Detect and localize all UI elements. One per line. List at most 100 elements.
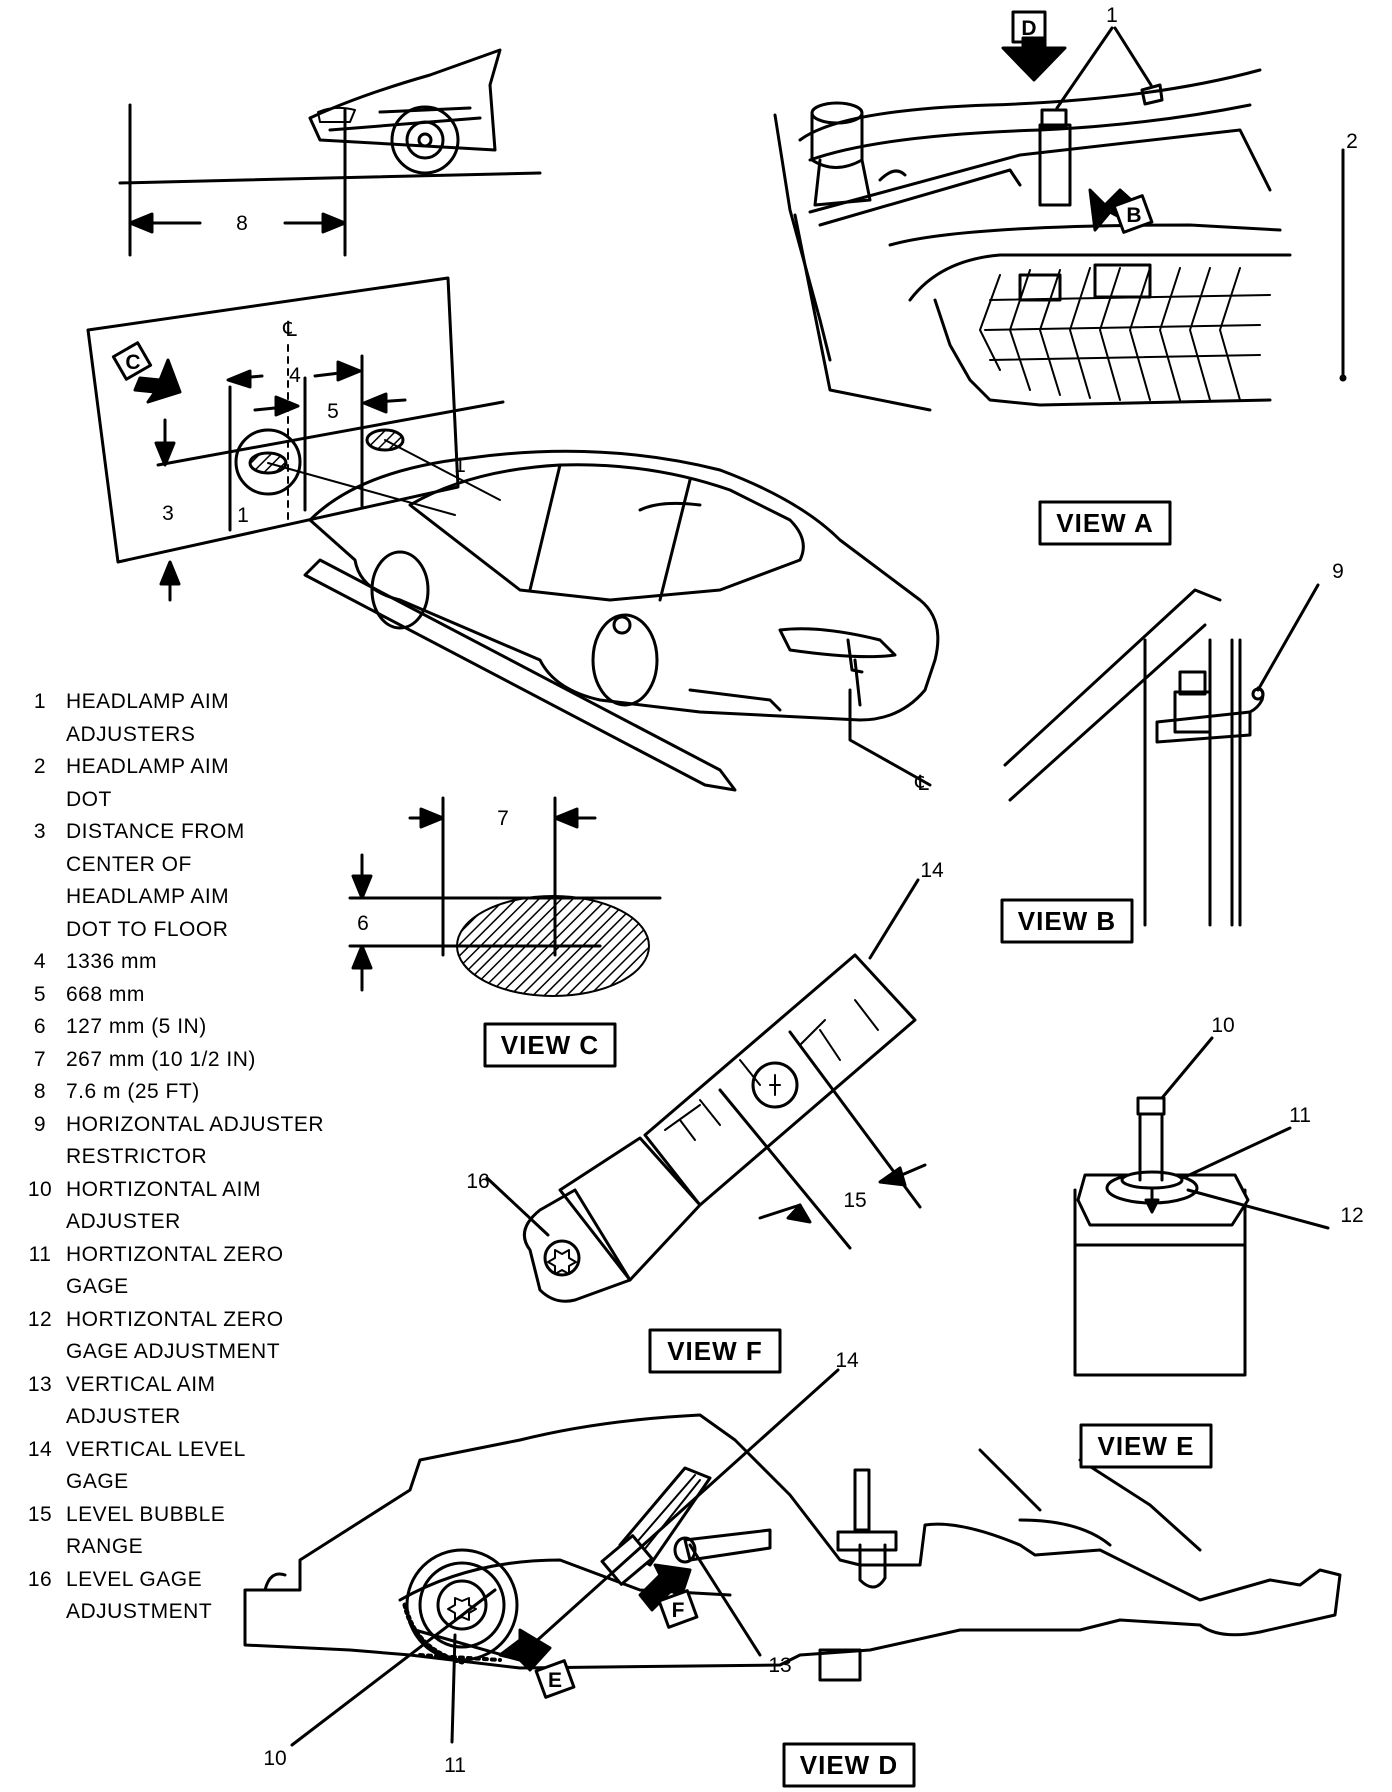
callout-1: 1 (1106, 4, 1118, 27)
legend-number: 5 (33, 982, 47, 1006)
legend-item: 14 VERTICAL LEVEL GAGE (14, 1434, 344, 1499)
arrow-letter-e: E (548, 1669, 562, 1692)
legend-number: 11 (28, 1242, 52, 1266)
callout-12: 12 (1340, 1204, 1363, 1227)
legend-number: 12 (27, 1307, 53, 1331)
view-a-headlamp (773, 26, 1347, 412)
legend-number: 8 (33, 1080, 47, 1103)
view-e-zero-gage (1073, 1036, 1330, 1377)
callout-9: 9 (1332, 560, 1344, 583)
arrow-letter-d: D (1021, 17, 1036, 40)
vehicle-rear-view (303, 449, 940, 792)
legend-item: 5 668 mm (14, 979, 344, 1012)
legend-number: 7 (33, 1047, 47, 1071)
callout-14-view-f: 14 (920, 859, 944, 882)
arrow-letter-c: C (125, 351, 140, 374)
legend-item: 7 267 mm (10 1/2 IN) (14, 1044, 344, 1077)
legend-number: 6 (33, 1015, 47, 1038)
legend-number: 16 (27, 1567, 53, 1591)
legend-item: 13 VERTICAL AIM ADJUSTER (14, 1369, 344, 1434)
callout-1-screen-right: 1 (454, 454, 466, 477)
legend: 1 HEADLAMP AIM ADJUSTERS 2 HEADLAMP AIM DOT… (14, 686, 344, 1629)
view-a-label: VIEW A (1056, 508, 1153, 538)
view-f-level-gage (485, 878, 927, 1303)
legend-item: 11 HORTIZONTAL ZERO GAGE (14, 1239, 344, 1304)
callout-11-view-d: 11 (444, 1754, 466, 1777)
legend-item: 2 HEADLAMP AIM DOT (14, 751, 344, 816)
view-e-box (1079, 1423, 1213, 1469)
arrow-letter-f: F (672, 1599, 685, 1622)
legend-number: 14 (27, 1437, 53, 1461)
legend-item: 16 LEVEL GAGE ADJUSTMENT (14, 1564, 344, 1629)
legend-text: HORTIZONTAL AIM ADJUSTER (66, 1177, 261, 1234)
centerline-symbol-vehicle: ℄ (914, 772, 929, 795)
callout-10-view-d: 10 (263, 1747, 286, 1770)
legend-number: 2 (33, 755, 47, 778)
legend-number: 4 (33, 950, 47, 973)
view-e-label: VIEW E (1097, 1431, 1194, 1461)
legend-number: 3 (33, 820, 47, 843)
legend-text: 7.6 m (25 FT) (66, 1080, 200, 1103)
centerline-symbol-screen: ℄ (282, 318, 297, 341)
legend-text: 668 mm (66, 982, 145, 1006)
arrow-d (1001, 10, 1067, 82)
legend-number: 10 (27, 1177, 53, 1201)
legend-text: HORIZONTAL ADJUSTER RESTRICTOR (66, 1112, 325, 1169)
view-c-label: VIEW C (501, 1030, 599, 1060)
legend-text: HEADLAMP AIM ADJUSTERS (66, 690, 230, 746)
view-b-restrictor (1003, 583, 1320, 927)
view-b-label: VIEW B (1018, 906, 1116, 936)
callout-15: 15 (843, 1189, 866, 1212)
callout-8: 8 (236, 212, 248, 235)
callout-2: 2 (1346, 130, 1358, 153)
legend-text: VERTICAL AIM ADJUSTER (66, 1372, 216, 1429)
legend-item: 9 HORIZONTAL ADJUSTER RESTRICTOR (14, 1109, 344, 1174)
view-c-box (483, 1022, 617, 1068)
callout-10-view-e: 10 (1211, 1014, 1234, 1037)
legend-item: 8 7.6 m (25 FT) (14, 1076, 344, 1109)
callout-11-view-e: 11 (1289, 1104, 1311, 1127)
view-d-headlamp-housing (243, 1368, 1342, 1747)
legend-item: 6 127 mm (5 IN) (14, 1011, 344, 1044)
aiming-screen (86, 276, 505, 602)
legend-item: 12 HORTIZONTAL ZERO GAGE ADJUSTMENT (14, 1304, 344, 1369)
legend-number: 15 (27, 1502, 53, 1526)
callout-7: 7 (497, 807, 509, 830)
callout-16: 16 (466, 1170, 489, 1193)
legend-item: 15 LEVEL BUBBLE RANGE (14, 1499, 344, 1564)
legend-number: 9 (33, 1112, 47, 1136)
callout-6: 6 (357, 912, 369, 935)
legend-text: 267 mm (10 1/2 IN) (66, 1047, 256, 1071)
arrow-letter-b: B (1126, 204, 1141, 227)
distance-side-view (118, 48, 542, 257)
legend-item: 4 1336 mm (14, 946, 344, 979)
view-f-label: VIEW F (667, 1336, 763, 1366)
legend-text: HEADLAMP AIM DOT (66, 755, 230, 811)
legend-text: LEVEL BUBBLE RANGE (66, 1502, 226, 1559)
callout-5: 5 (327, 400, 339, 423)
callout-1-screen-left: 1 (237, 504, 249, 527)
legend-text: 1336 mm (66, 950, 158, 973)
view-f-box (648, 1328, 782, 1374)
legend-text: HORTIZONTAL ZERO GAGE (66, 1242, 284, 1299)
view-d-label: VIEW D (800, 1750, 898, 1780)
legend-number: 1 (33, 690, 47, 713)
legend-text: VERTICAL LEVEL GAGE (66, 1437, 246, 1494)
arrow-e (498, 1628, 576, 1699)
legend-text: LEVEL GAGE ADJUSTMENT (66, 1567, 213, 1624)
arrow-f (638, 1563, 699, 1629)
legend-number: 13 (27, 1372, 53, 1396)
legend-text: HORTIZONTAL ZERO GAGE ADJUSTMENT (66, 1307, 284, 1364)
legend-text: 127 mm (5 IN) (66, 1015, 207, 1038)
callout-14-view-d: 14 (835, 1349, 859, 1372)
view-c-aim-dot (348, 796, 662, 997)
view-d-box (782, 1742, 916, 1788)
legend-item: 10 HORTIZONTAL AIM ADJUSTER (14, 1174, 344, 1239)
callout-3: 3 (162, 502, 174, 525)
view-b-box (1000, 898, 1134, 944)
arrow-b (1088, 188, 1154, 234)
arrow-c (111, 341, 182, 404)
view-a-box (1038, 500, 1172, 546)
